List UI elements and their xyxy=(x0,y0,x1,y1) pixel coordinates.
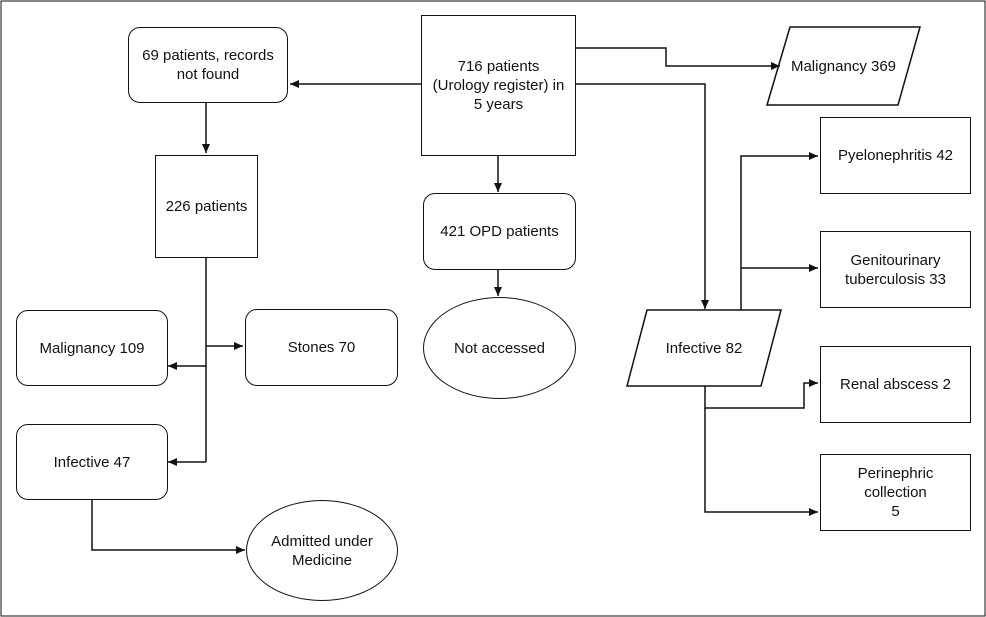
node-not-accessed: Not accessed xyxy=(423,297,576,399)
node-226-patients: 226 patients xyxy=(155,155,258,258)
node-gu-tuberculosis: Genitourinary tuberculosis 33 xyxy=(820,231,971,308)
edge-total-to-infective-82 xyxy=(576,83,709,309)
node-infective-82: Infective 82 xyxy=(665,339,743,357)
node-pyelonephritis: Pyelonephritis 42 xyxy=(820,117,971,194)
node-stones: Stones 70 xyxy=(245,309,398,386)
malignancy-369-shape xyxy=(765,26,921,106)
node-records-not-found: 69 patients, records not found xyxy=(128,27,288,103)
node-malignancy-109: Malignancy 109 xyxy=(16,310,168,386)
edge-total-to-malignancy-369 xyxy=(576,47,780,70)
node-malignancy-369: Malignancy 369 xyxy=(790,57,897,75)
edge-infective-82-to-perinephric xyxy=(704,408,818,516)
node-renal-abscess: Renal abscess 2 xyxy=(820,346,971,423)
node-opd-patients: 421 OPD patients xyxy=(423,193,576,270)
infective-82-shape xyxy=(626,309,782,387)
node-admitted-medicine: Admitted under Medicine xyxy=(246,500,398,601)
edge-infective-82-to-pyelonephritis xyxy=(740,152,818,310)
node-perinephric-collection: Perinephric collection 5 xyxy=(820,454,971,531)
node-total-patients: 716 patients (Urology register) in 5 yea… xyxy=(421,15,576,156)
node-infective-47: Infective 47 xyxy=(16,424,168,500)
edge-infective-47-to-admitted xyxy=(91,500,245,554)
edge-infective-82-to-renal-abscess xyxy=(704,379,818,409)
